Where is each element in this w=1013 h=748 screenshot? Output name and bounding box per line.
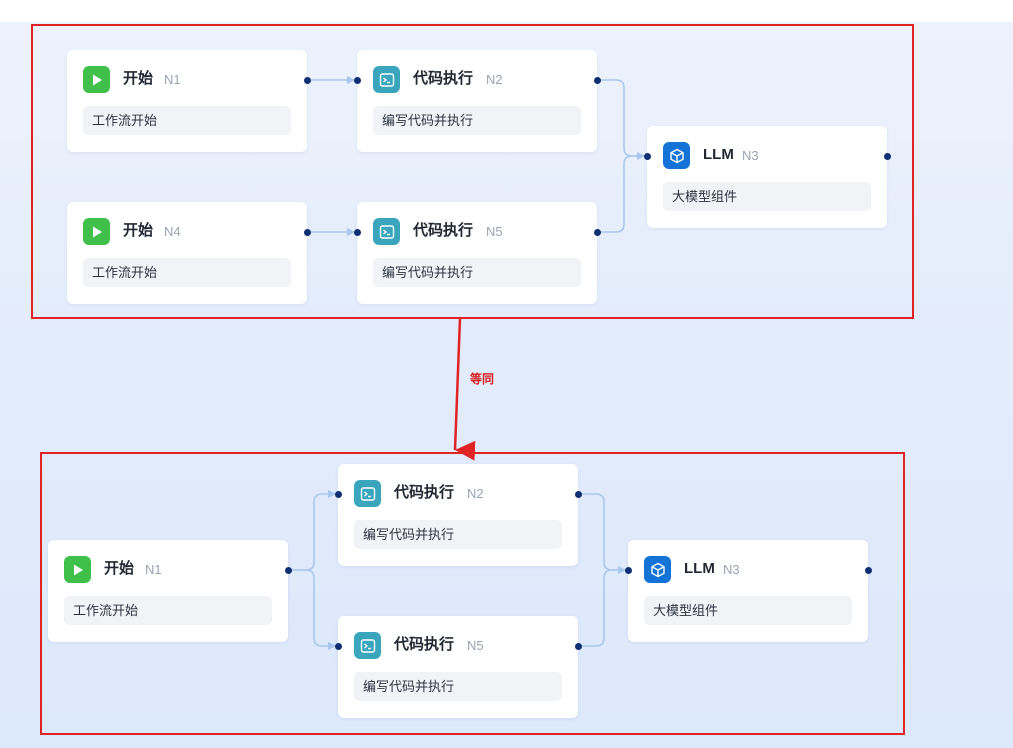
terminal-icon <box>354 632 381 659</box>
edge-b-n5-n3 <box>578 569 625 647</box>
output-port[interactable] <box>865 567 872 574</box>
node-description: 编写代码并执行 <box>373 106 581 135</box>
play-icon <box>83 66 110 93</box>
node-title: 开始 <box>123 70 154 87</box>
input-port[interactable] <box>335 643 342 650</box>
output-port[interactable] <box>575 491 582 498</box>
play-icon <box>83 218 110 245</box>
node-code-n5-bottom[interactable]: 代码执行 N5 编写代码并执行 <box>338 616 578 718</box>
node-llm-n3-bottom[interactable]: LLM N3 大模型组件 <box>628 540 868 642</box>
node-code-n2[interactable]: 代码执行 N2 编写代码并执行 <box>357 50 597 152</box>
equivalence-label: 等同 <box>470 372 495 386</box>
node-id: N2 <box>467 486 484 501</box>
output-port[interactable] <box>594 77 601 84</box>
output-port[interactable] <box>575 643 582 650</box>
node-description: 编写代码并执行 <box>354 520 562 549</box>
terminal-icon <box>373 66 400 93</box>
output-port[interactable] <box>304 77 311 84</box>
input-port[interactable] <box>354 77 361 84</box>
node-title: LLM <box>703 146 734 163</box>
node-id: N3 <box>723 562 740 577</box>
node-id: N2 <box>486 72 503 87</box>
top-bar <box>0 0 1013 22</box>
node-title: 代码执行 <box>394 484 455 501</box>
cube-icon <box>663 142 690 169</box>
edge-b-n2-n3 <box>578 493 626 574</box>
node-id: N1 <box>164 72 181 87</box>
node-start-n4[interactable]: 开始 N4 工作流开始 <box>67 202 307 304</box>
node-code-n5[interactable]: 代码执行 N5 编写代码并执行 <box>357 202 597 304</box>
node-title: 代码执行 <box>394 636 455 653</box>
node-title: 开始 <box>123 222 154 239</box>
top-group-frame <box>31 24 914 319</box>
node-id: N4 <box>164 224 181 239</box>
output-port[interactable] <box>884 153 891 160</box>
input-port[interactable] <box>644 153 651 160</box>
edge-b-n1-n2 <box>288 490 336 571</box>
node-id: N5 <box>467 638 484 653</box>
node-title: 代码执行 <box>413 222 474 239</box>
node-id: N1 <box>145 562 162 577</box>
equivalence-arrow <box>453 317 476 461</box>
terminal-icon <box>354 480 381 507</box>
node-description: 大模型组件 <box>663 182 871 211</box>
output-port[interactable] <box>594 229 601 236</box>
input-port[interactable] <box>354 229 361 236</box>
node-start-n1-bottom[interactable]: 开始 N1 工作流开始 <box>48 540 288 642</box>
node-start-n1[interactable]: 开始 N1 工作流开始 <box>67 50 307 152</box>
edge-n5-n3 <box>597 155 644 233</box>
edge-b-n1-n5 <box>288 569 336 650</box>
node-llm-n3[interactable]: LLM N3 大模型组件 <box>647 126 887 228</box>
edge-n2-n3 <box>597 79 645 160</box>
node-id: N3 <box>742 148 759 163</box>
bottom-group-frame <box>40 452 905 735</box>
node-description: 编写代码并执行 <box>354 672 562 701</box>
node-title: 开始 <box>104 560 135 577</box>
play-icon <box>64 556 91 583</box>
node-description: 工作流开始 <box>64 596 272 625</box>
input-port[interactable] <box>625 567 632 574</box>
node-title: LLM <box>684 560 715 577</box>
node-id: N5 <box>486 224 503 239</box>
input-port[interactable] <box>335 491 342 498</box>
node-description: 工作流开始 <box>83 258 291 287</box>
terminal-icon <box>373 218 400 245</box>
output-port[interactable] <box>285 567 292 574</box>
node-description: 大模型组件 <box>644 596 852 625</box>
node-description: 编写代码并执行 <box>373 258 581 287</box>
cube-icon <box>644 556 671 583</box>
node-code-n2-bottom[interactable]: 代码执行 N2 编写代码并执行 <box>338 464 578 566</box>
node-description: 工作流开始 <box>83 106 291 135</box>
output-port[interactable] <box>304 229 311 236</box>
node-title: 代码执行 <box>413 70 474 87</box>
